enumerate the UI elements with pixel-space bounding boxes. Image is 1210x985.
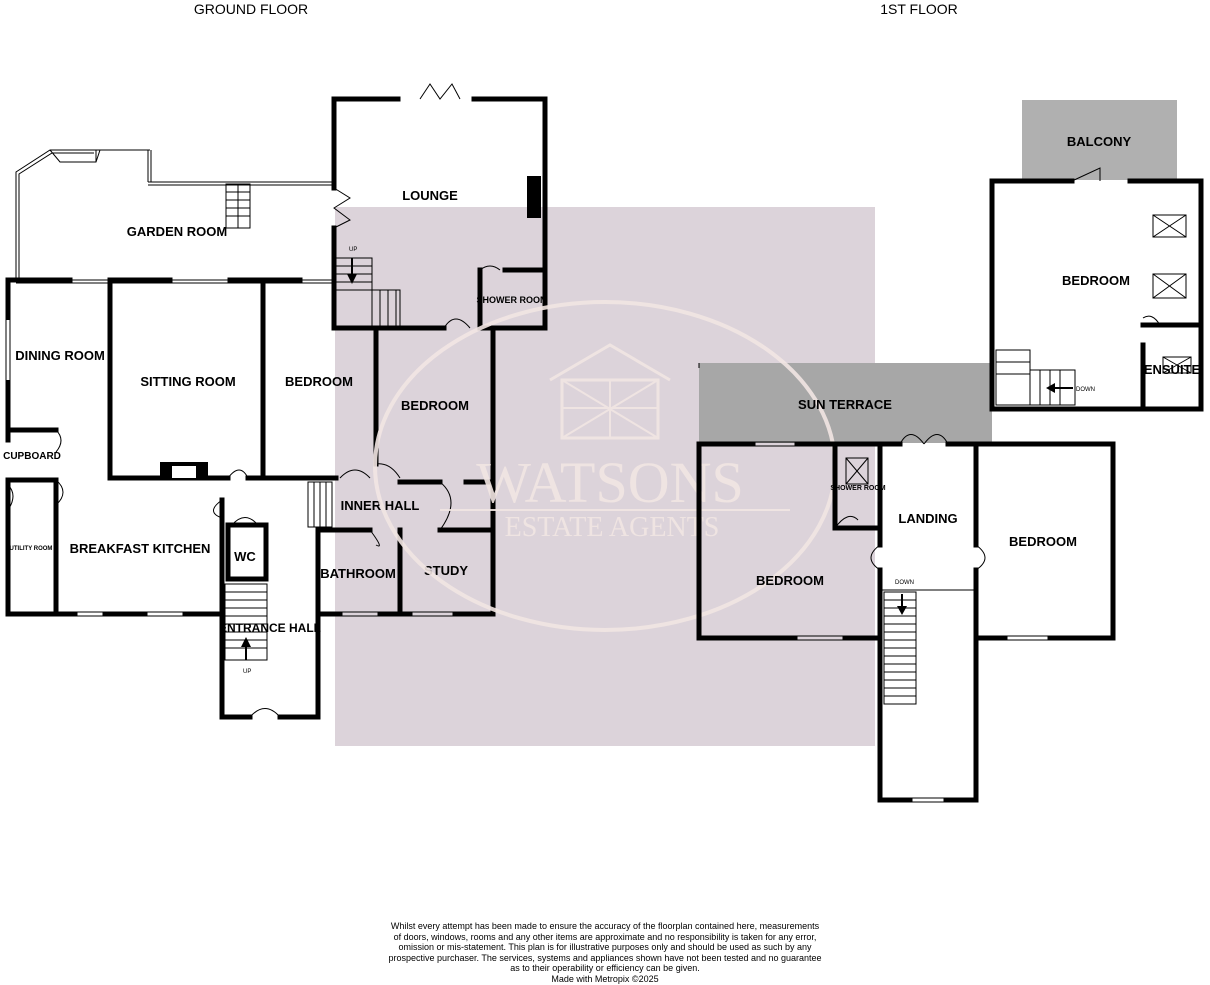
ground-floor-walls [5,277,496,720]
stair-label-down-ensuite: DOWN [1076,387,1095,393]
balcony-area [1022,100,1177,180]
disclaimer-line: omission or mis-statement. This plan is … [398,942,812,952]
room-label-entrance-hall: ENTRANCE HALL [219,621,321,635]
first-floor-main-walls [696,363,1116,803]
room-label-sitting-room: SITTING ROOM [140,374,235,389]
lounge-stairs [335,257,401,327]
ground-floor-fixtures [5,320,496,718]
ground-floor-heading: GROUND FLOOR [194,1,308,17]
room-label-wc: WC [234,549,256,564]
stair-label-down-landing: DOWN [895,580,914,586]
entrance-stairs [224,583,268,661]
room-label-dining-room: DINING ROOM [15,348,105,363]
garden-room-glazing [15,149,332,284]
room-label-landing: LANDING [898,511,957,526]
watermark-name: WATSONS [476,450,744,515]
room-label-garden-room: GARDEN ROOM [127,224,227,239]
watermark-panel [335,207,875,746]
garden-room-steps [225,183,251,229]
room-label-breakfast-kitchen: BREAKFAST KITCHEN [70,541,211,556]
room-label-balcony: BALCONY [1067,134,1132,149]
disclaimer-line: as to their operability or efficiency ca… [510,963,700,973]
disclaimer-line: Whilst every attempt has been made to en… [390,921,820,931]
room-label-ensuite: ENSUITE [1144,362,1201,377]
stair-label-up-entrance: UP [243,669,251,675]
stair-label-up-lounge: UP [349,247,357,253]
room-label-bathroom: BATHROOM [320,566,396,581]
room-label-bedroom-first-top: BEDROOM [1062,273,1130,288]
room-label-bedroom-ground-2: BEDROOM [401,398,469,413]
watermark-tagline: ESTATE AGENTS [505,512,720,543]
room-label-cupboard: CUPBOARD [3,451,61,462]
inner-hall-stairs [307,481,333,528]
sun-terrace-area [699,363,992,443]
lounge-walls [331,83,548,331]
watermark-logo: WATSONS ESTATE AGENTS [373,300,837,632]
room-label-lounge: LOUNGE [402,188,458,203]
room-label-sun-terrace: SUN TERRACE [798,397,892,412]
first-floor-stairs [883,591,917,705]
disclaimer-line: of doors, windows, rooms and any other i… [393,931,817,942]
room-label-bedroom-ground-1: BEDROOM [285,374,353,389]
first-floor-heading: 1ST FLOOR [880,1,958,17]
room-label-utility-room: UTILITY ROOM [10,546,53,552]
disclaimer: Whilst every attempt has been made to en… [370,921,840,984]
room-label-shower-room-first: SHOWER ROOM [830,485,885,492]
disclaimer-credit: Made with Metropix ©2025 [551,973,659,984]
first-floor-top-bedroom [989,167,1204,412]
disclaimer-line: prospective purchaser. The services, sys… [388,952,822,963]
room-label-bedroom-first-left: BEDROOM [756,573,824,588]
room-label-bedroom-first-right: BEDROOM [1009,534,1077,549]
room-label-shower-room-ground: SHOWER ROOM [477,295,548,305]
lounge-fireplace [527,176,541,218]
